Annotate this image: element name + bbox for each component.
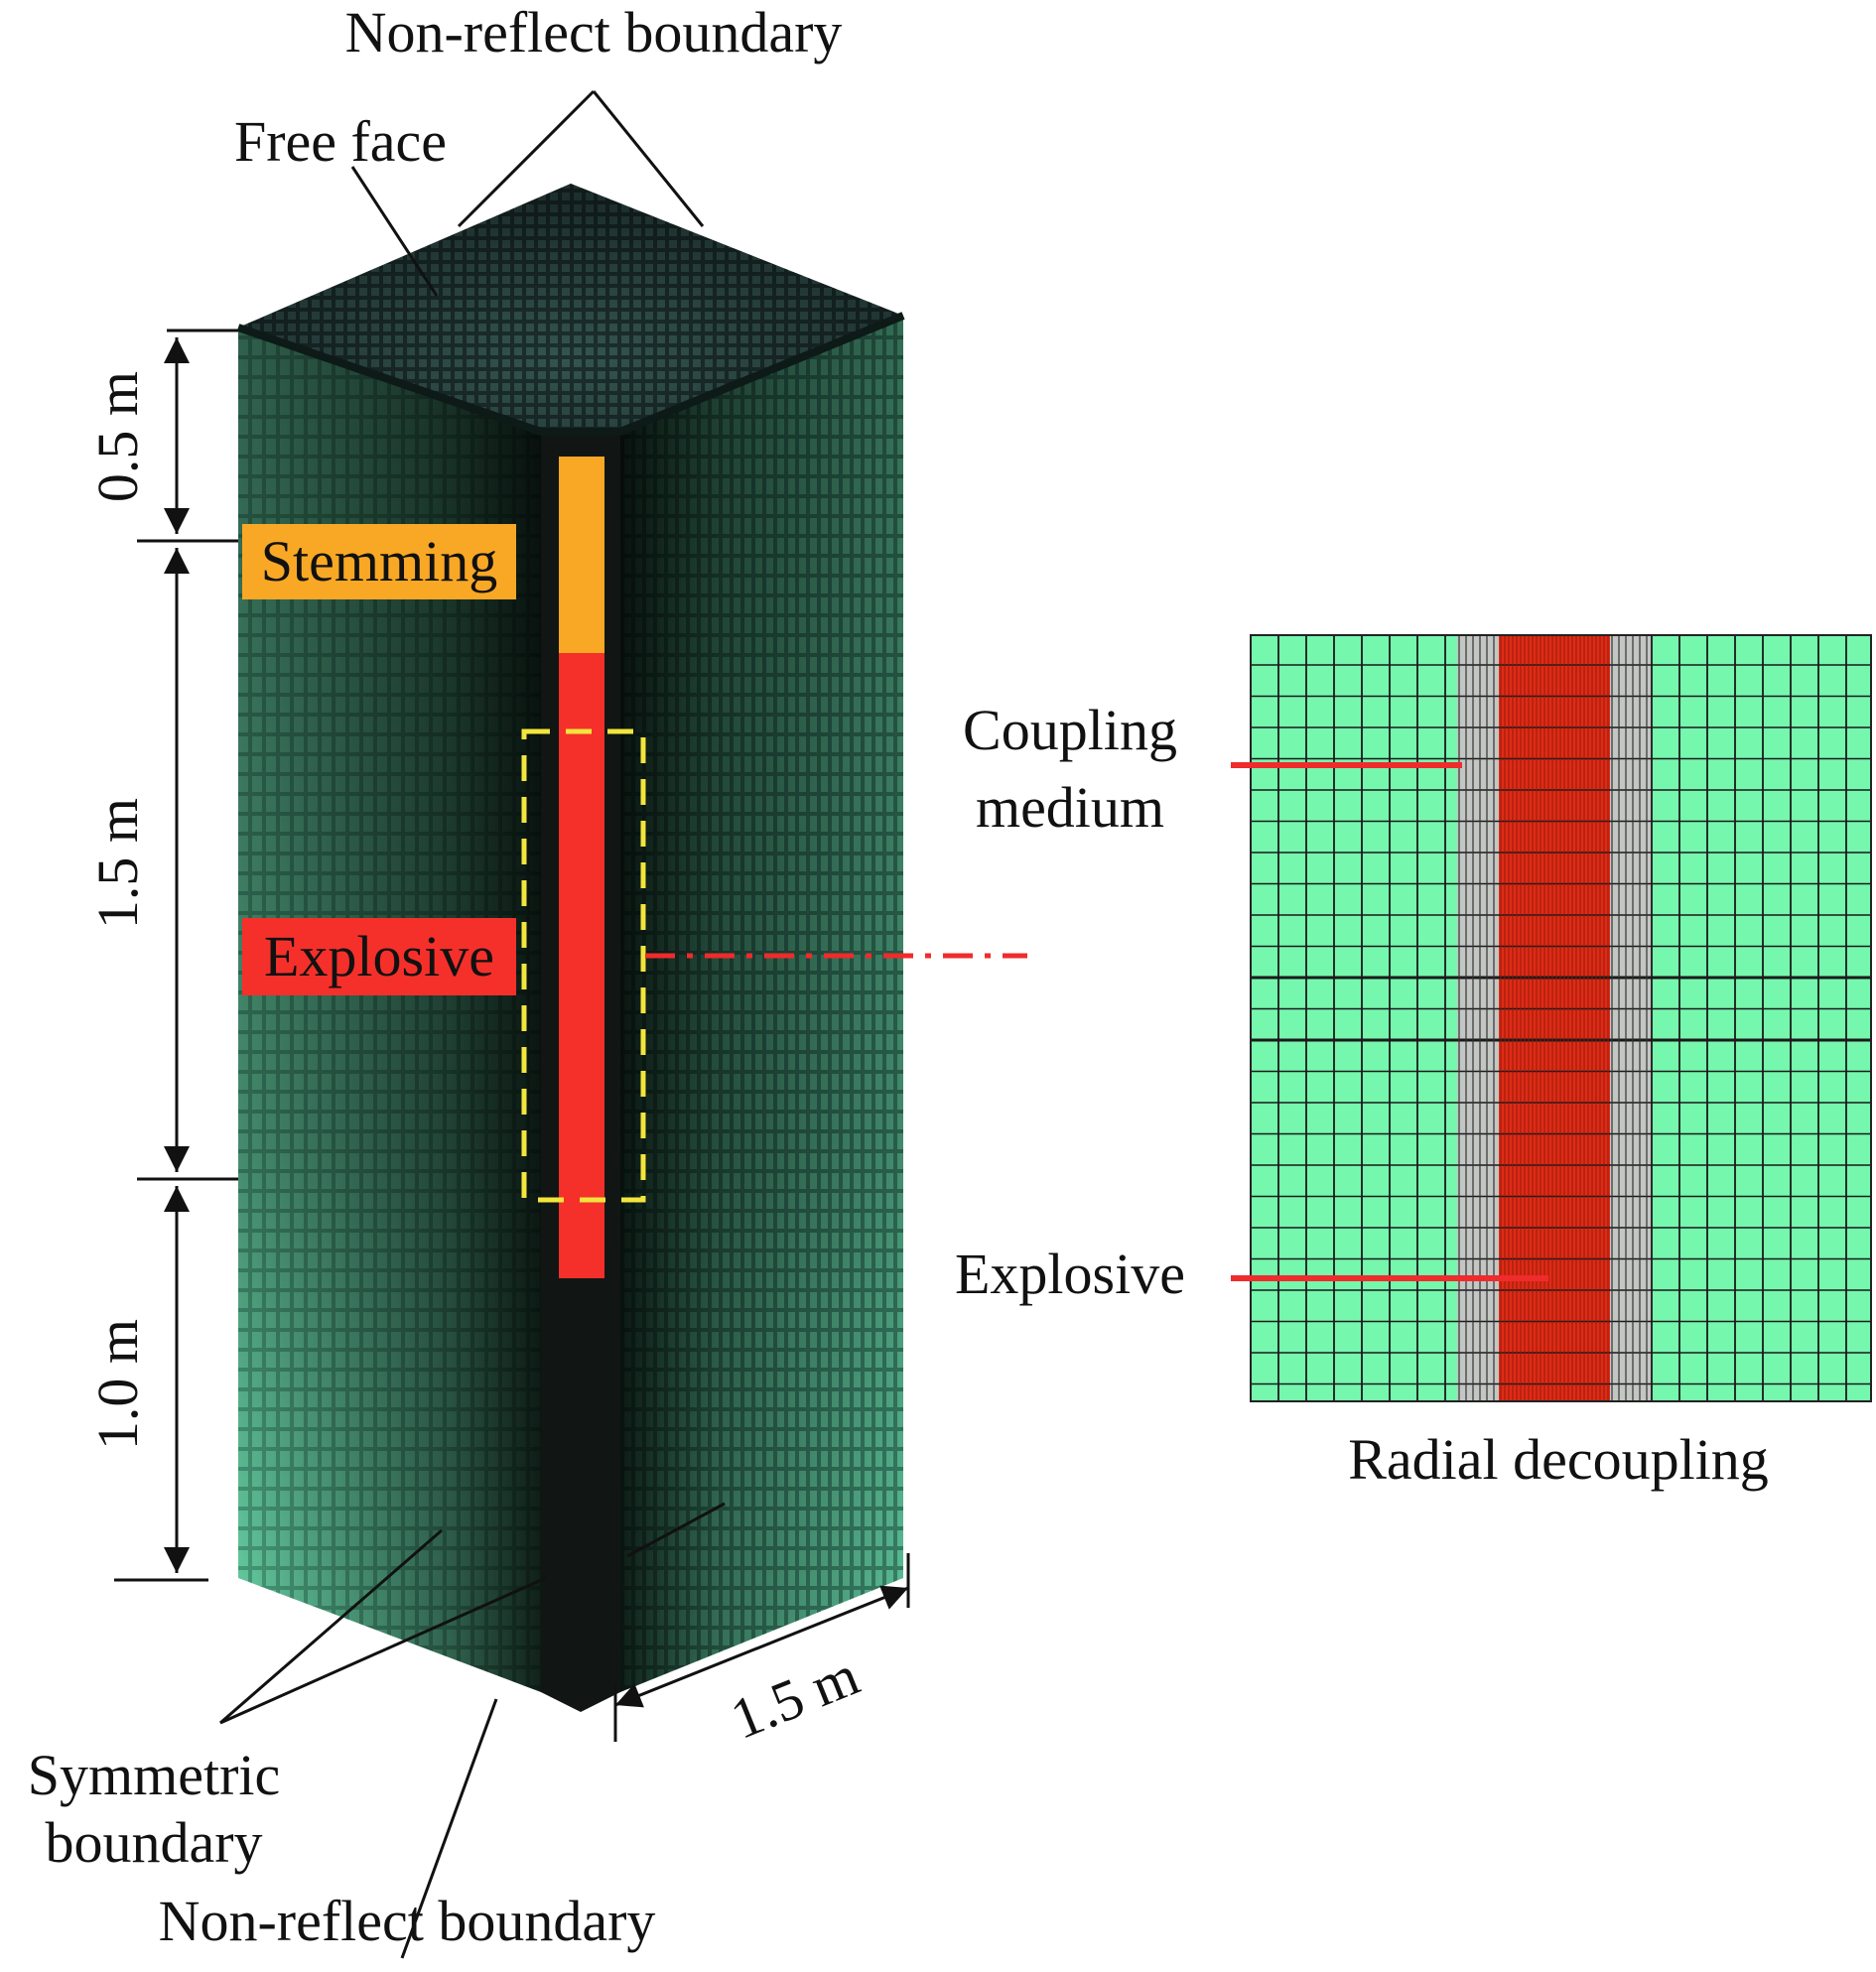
- dim-label-width: 1.5 m: [722, 1643, 868, 1752]
- dim-label-top: 0.5 m: [85, 371, 150, 502]
- label-non-reflect-top: Non-reflect boundary: [345, 0, 843, 65]
- label-stemming: Stemming: [261, 529, 497, 593]
- label-explosive-detail: Explosive: [955, 1242, 1185, 1306]
- coupling-band-left: [1457, 635, 1499, 1401]
- detail-panel: [1250, 634, 1872, 1402]
- dimension-lines: [114, 329, 910, 1742]
- stemming-label-bg: [242, 524, 516, 599]
- leader-lines: [219, 89, 726, 1959]
- dim-label-bottom: 1.0 m: [85, 1319, 150, 1450]
- label-coupling-line2: medium: [976, 775, 1164, 840]
- dim-label-middle: 1.5 m: [85, 798, 150, 929]
- detail-leaders: [1231, 762, 1548, 1281]
- highlight-box: [521, 728, 646, 1203]
- mesh-block: [236, 184, 905, 1712]
- detail-explosive-band: [1499, 635, 1610, 1401]
- label-coupling-line1: Coupling: [963, 698, 1177, 762]
- label-explosive-main: Explosive: [264, 924, 494, 988]
- label-symmetric-line2: boundary: [45, 1810, 262, 1875]
- coupling-band-right: [1610, 635, 1652, 1401]
- label-radial-decoupling: Radial decoupling: [1348, 1427, 1769, 1492]
- label-non-reflect-bottom: Non-reflect boundary: [159, 1889, 656, 1953]
- label-free-face: Free face: [234, 109, 447, 174]
- stemming-segment: [559, 457, 604, 653]
- explosive-charge: [559, 653, 604, 1278]
- explosive-label-bg: [242, 918, 516, 995]
- label-symmetric-line1: Symmetric: [28, 1743, 281, 1807]
